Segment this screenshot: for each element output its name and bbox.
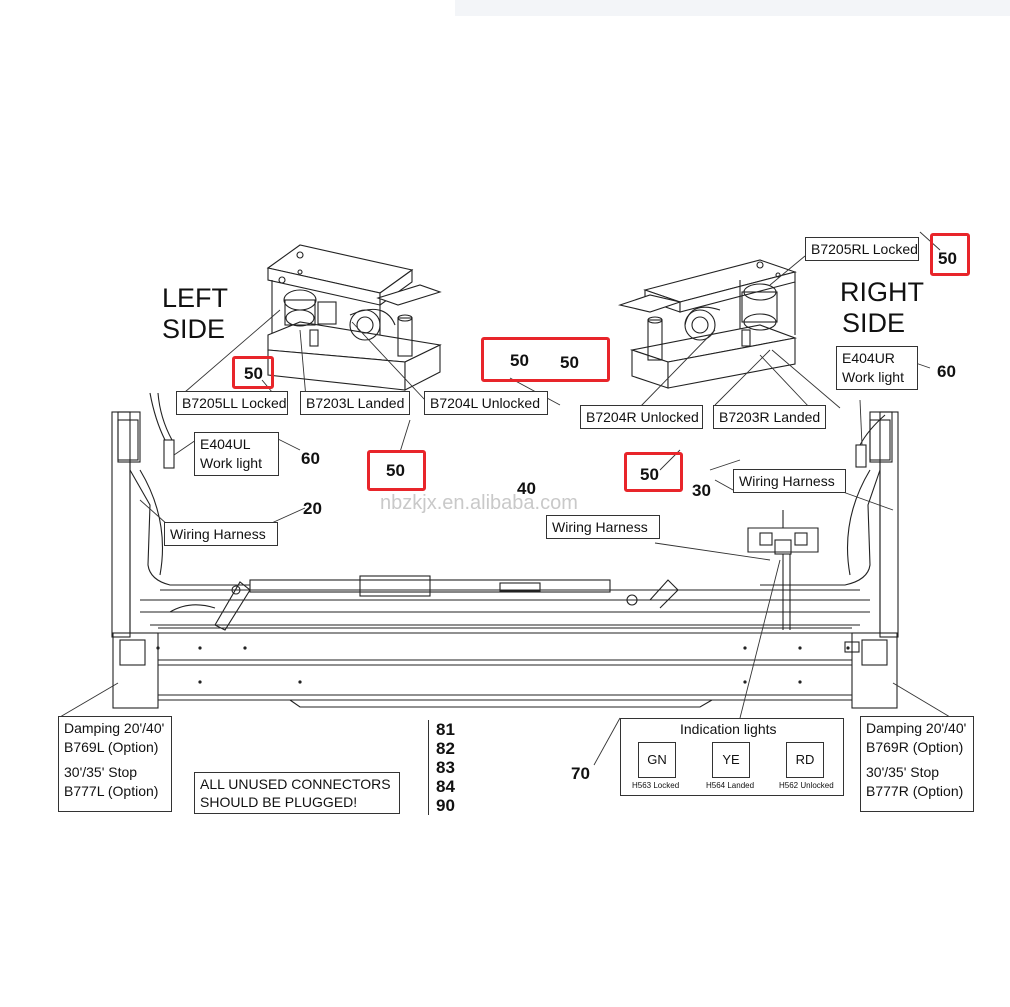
label-b7204r: B7204R Unlocked [580, 405, 703, 429]
number-40: 40 [517, 479, 536, 498]
lamp-ye-caption: H564 Landed [706, 781, 755, 790]
item-list-divider [428, 720, 429, 815]
damping-left-line2: B769L (Option) [64, 739, 159, 755]
number-30: 30 [692, 481, 711, 500]
left-side-line2: SIDE [162, 314, 226, 344]
damping-right-line2: B769R (Option) [866, 739, 964, 755]
unused-line2: SHOULD BE PLUGGED! [200, 794, 358, 810]
label-e404ur: E404UR Work light [836, 346, 918, 390]
top-strip [455, 0, 1010, 16]
damping-left-line3: 30'/35' Stop [64, 764, 138, 780]
number-20: 20 [303, 499, 322, 518]
number-50-mid-right: 50 [640, 465, 659, 484]
item-90: 90 [436, 796, 455, 815]
lamp-gn-caption: H563 Locked [632, 781, 680, 790]
e404ur-line2: Work light [842, 369, 904, 385]
label-b7205rl: B7205RL Locked [805, 237, 919, 261]
item-81: 81 [436, 720, 455, 739]
damping-left-line4: B777L (Option) [64, 783, 159, 799]
spreader-frame [111, 392, 899, 709]
highlight-50-center [481, 337, 610, 382]
label-b7203r: B7203R Landed [713, 405, 826, 429]
indication-lights-title: Indication lights [680, 721, 777, 737]
highlight-50-mid-right [624, 452, 683, 492]
label-wiring-right: Wiring Harness [733, 469, 846, 493]
label-damping-right: Damping 20'/40' B769R (Option) 30'/35' S… [860, 716, 974, 812]
right-side-line1: RIGHT [840, 277, 924, 307]
lamp-ye: YE [712, 742, 750, 778]
number-60-right: 60 [937, 362, 956, 381]
damping-right-line3: 30'/35' Stop [866, 764, 940, 780]
lamp-gn: GN [638, 742, 676, 778]
number-50-center-b: 50 [560, 353, 579, 372]
label-damping-left: Damping 20'/40' B769L (Option) 30'/35' S… [58, 716, 172, 812]
unused-line1: ALL UNUSED CONNECTORS [200, 776, 391, 792]
label-b7205ll: B7205LL Locked [176, 391, 288, 415]
label-e404ul: E404UL Work light [194, 432, 279, 476]
item-number-list: 81 82 83 84 90 [436, 720, 455, 815]
item-83: 83 [436, 758, 455, 777]
label-wiring-left: Wiring Harness [164, 522, 278, 546]
left-twistlock-assembly [266, 244, 442, 391]
highlight-50-left [232, 356, 274, 389]
right-side-line2: SIDE [842, 308, 906, 338]
damping-left-line1: Damping 20'/40' [64, 720, 165, 736]
right-side-title: RIGHT SIDE [840, 277, 924, 339]
item-82: 82 [436, 739, 455, 758]
damping-right-line4: B777R (Option) [866, 783, 964, 799]
highlight-50-mid-left [367, 450, 426, 491]
number-60-left: 60 [301, 449, 320, 468]
e404ur-line1: E404UR [842, 350, 895, 366]
item-84: 84 [436, 777, 455, 796]
frame-bolts [156, 646, 850, 684]
label-b7203l: B7203L Landed [300, 391, 410, 415]
label-wiring-center: Wiring Harness [546, 515, 660, 539]
watermark: nbzkjx.en.alibaba.com [380, 492, 578, 514]
e404ul-line1: E404UL [200, 436, 251, 452]
lamp-rd-caption: H562 Unlocked [779, 781, 834, 790]
number-50-left: 50 [244, 364, 263, 383]
e404ul-line2: Work light [200, 455, 262, 471]
number-70: 70 [571, 764, 590, 783]
highlight-50-right [930, 233, 970, 276]
right-twistlock-assembly [617, 259, 798, 389]
label-unused-connectors: ALL UNUSED CONNECTORS SHOULD BE PLUGGED! [194, 772, 400, 814]
lamp-rd: RD [786, 742, 824, 778]
number-50-center-a: 50 [510, 351, 529, 370]
number-50-mid-left: 50 [386, 461, 405, 480]
label-b7204l: B7204L Unlocked [424, 391, 548, 415]
left-side-line1: LEFT [162, 283, 229, 313]
left-side-title: LEFT SIDE [162, 283, 228, 345]
damping-right-line1: Damping 20'/40' [866, 720, 967, 736]
number-50-right: 50 [938, 249, 957, 268]
